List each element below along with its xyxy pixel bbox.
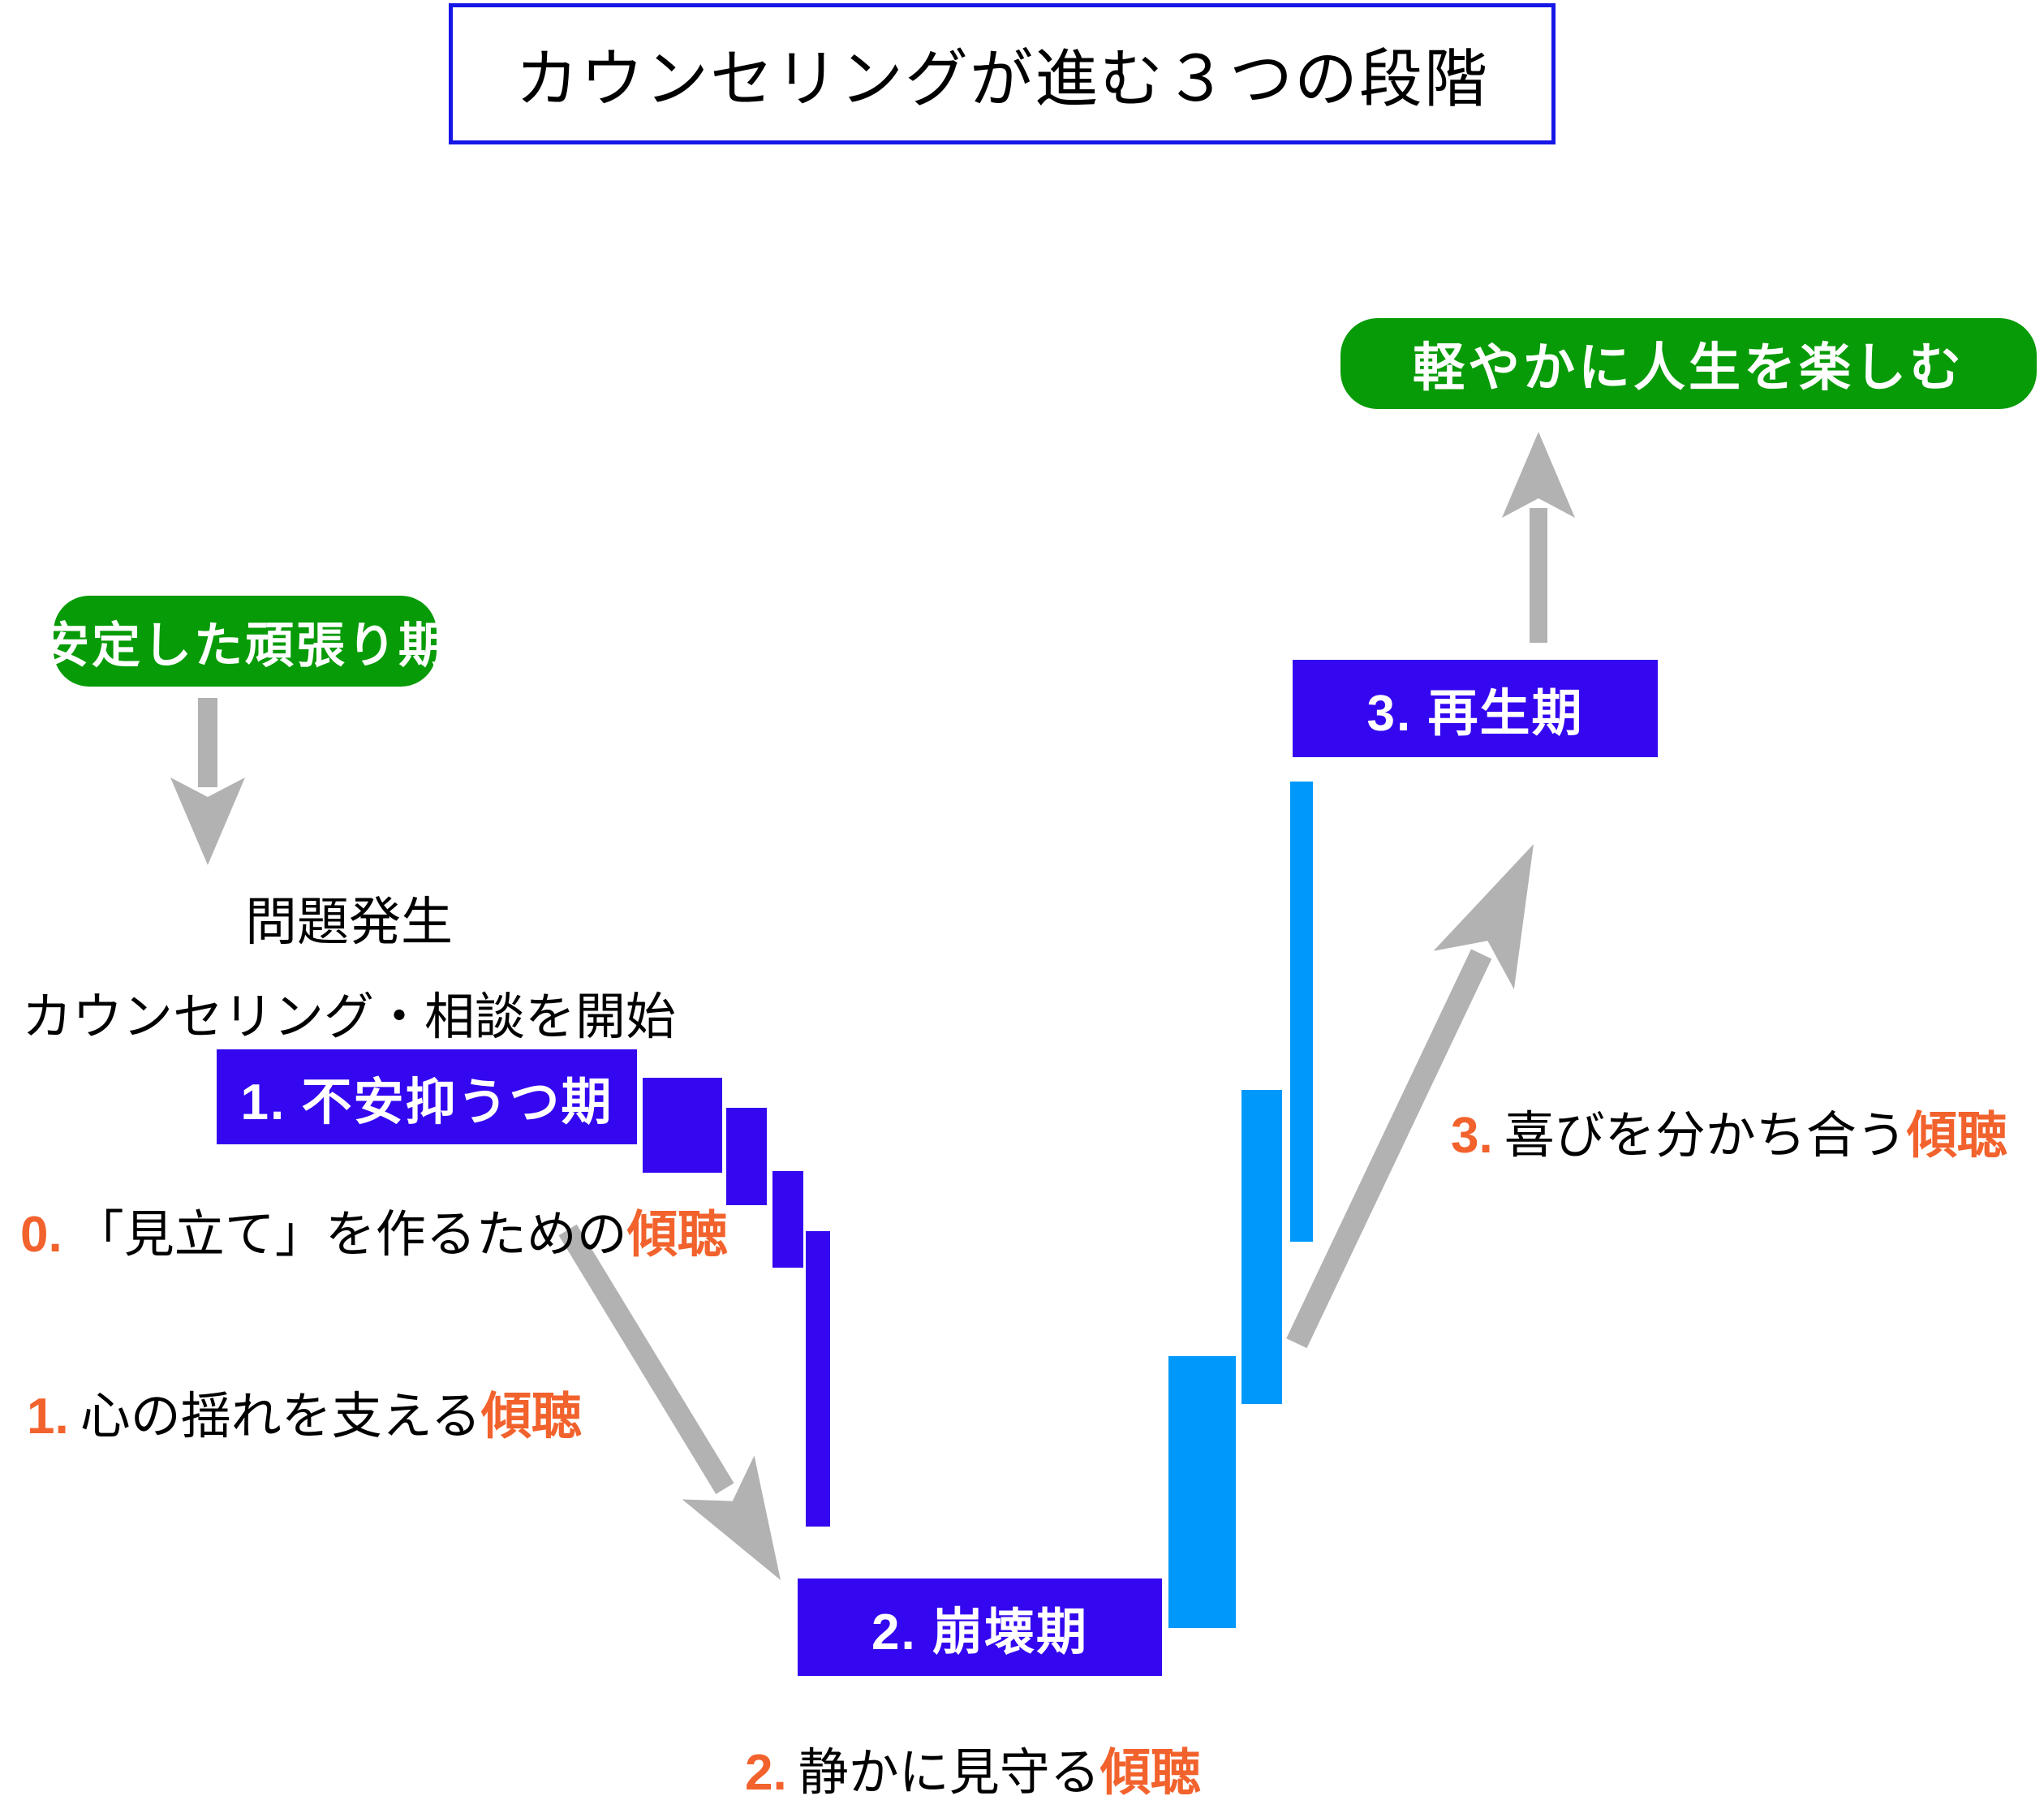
note-0-number: 0. (20, 1207, 62, 1263)
stage-1-label: 1. 不安抑うつ期 (240, 1074, 613, 1131)
stable-period-label: 安定した頑張り期 (41, 618, 450, 673)
enjoy-life-pill: 軽やかに人生を楽しむ (1340, 318, 2037, 409)
recovery-bar-2 (1241, 1090, 1282, 1404)
recovery-bar-1 (1168, 1356, 1236, 1628)
decline-bar-1 (643, 1078, 722, 1173)
page-title: カウンセリングが進む３つの段階 (514, 44, 1489, 114)
problem-occurs-text: 問題発生 (245, 894, 453, 951)
decline-bar-4 (806, 1231, 830, 1527)
note-0-assessment-listening: 0.「見立て」を作るための傾聴 (20, 1193, 728, 1266)
enjoy-life-label: 軽やかに人生を楽しむ (1413, 338, 1964, 397)
note-3-share-joy-listening: 3.喜びを分かち合う傾聴 (1451, 1094, 2007, 1167)
note-1-support-listening: 1.心の揺れを支える傾聴 (27, 1375, 582, 1448)
recovery-bar-3 (1290, 782, 1313, 1242)
note-1-highlight: 傾聴 (480, 1389, 582, 1445)
stage-3-label: 3. 再生期 (1366, 686, 1584, 742)
decline-bar-3 (772, 1171, 803, 1268)
note-2-watch-listening: 2.静かに見守る傾聴 (745, 1731, 1201, 1796)
note-1-number: 1. (27, 1389, 69, 1445)
note-3-text: 喜びを分かち合う (1504, 1109, 1907, 1164)
note-2-highlight: 傾聴 (1099, 1745, 1201, 1796)
title-box: カウンセリングが進む３つの段階 (449, 3, 1556, 144)
down-arrow (170, 698, 245, 865)
note-0-text: 「見立て」を作るための (73, 1208, 627, 1263)
note-1-text: 心の揺れを支える (80, 1389, 481, 1445)
stage-1-box: 1. 不安抑うつ期 (217, 1049, 637, 1144)
stage-3-box: 3. 再生期 (1293, 660, 1658, 757)
note-3-number: 3. (1451, 1108, 1493, 1164)
counseling-start-text: カウンセリング・相談を開始 (21, 990, 676, 1045)
note-0-highlight: 傾聴 (626, 1207, 728, 1263)
up-arrow (1502, 432, 1575, 643)
stable-period-pill: 安定した頑張り期 (41, 596, 447, 687)
note-3-highlight: 傾聴 (1906, 1108, 2007, 1164)
note-2-text: 静かに見守る (798, 1746, 1100, 1796)
stage-2-box: 2. 崩壊期 (798, 1578, 1162, 1676)
decline-bar-2 (726, 1108, 767, 1205)
stage-2-label: 2. 崩壊期 (871, 1604, 1088, 1660)
note-2-number: 2. (745, 1745, 787, 1796)
